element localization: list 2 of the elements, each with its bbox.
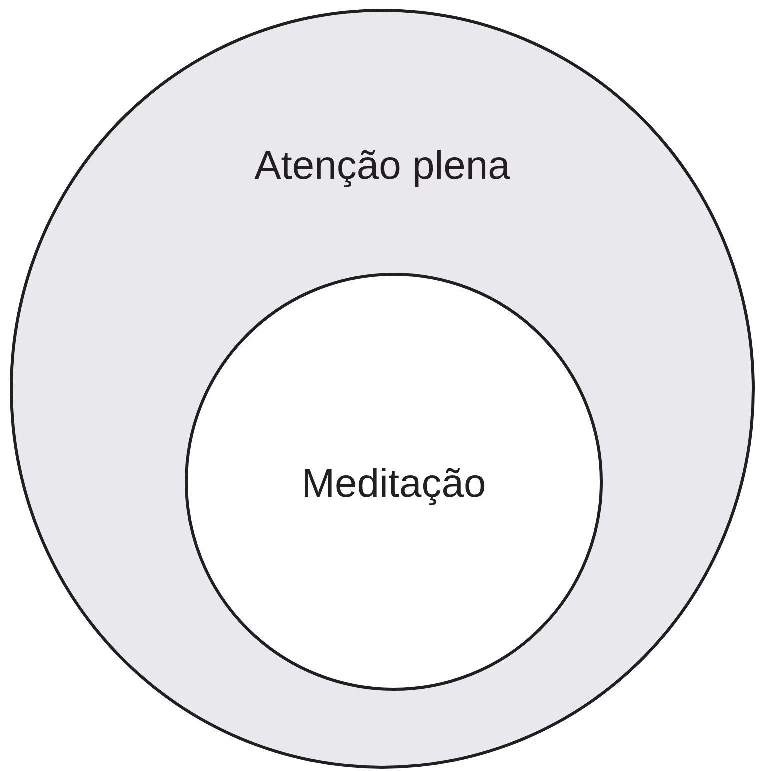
- circle-label: Atenção plena: [254, 144, 512, 189]
- circle-label: Meditação: [300, 462, 488, 507]
